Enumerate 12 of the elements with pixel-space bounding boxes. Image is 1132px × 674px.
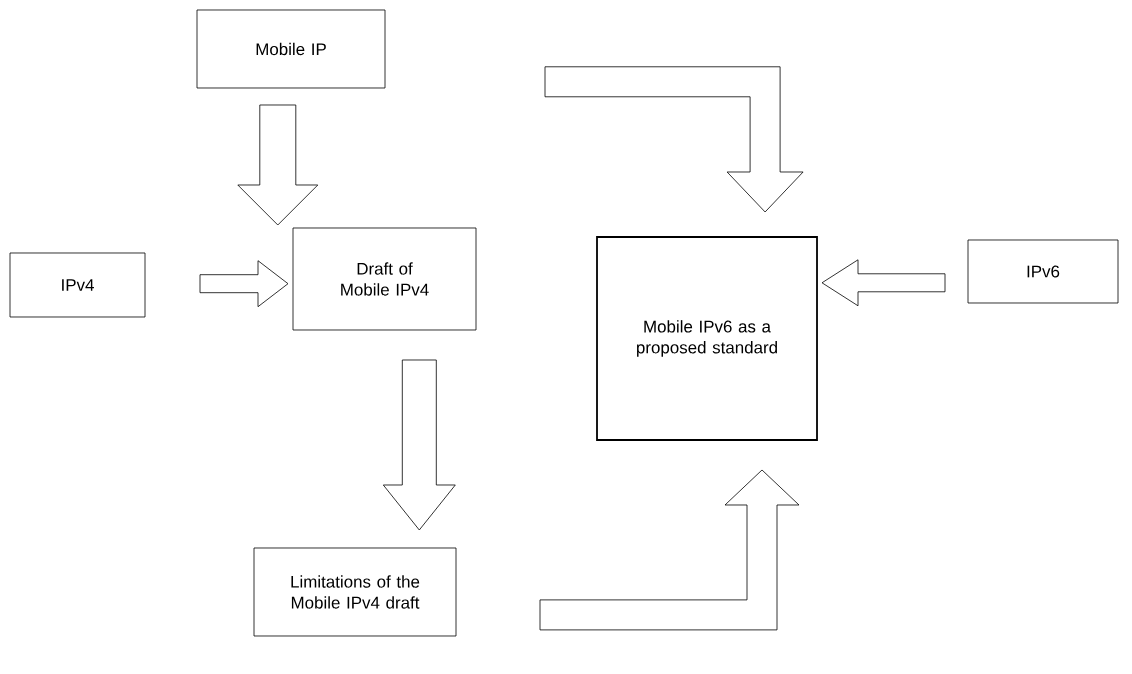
block-arrow	[539, 469, 800, 631]
process-box: IPv4	[9, 252, 146, 318]
block-arrow	[821, 259, 946, 307]
process-box: Draft of Mobile IPv4	[292, 227, 477, 331]
process-box: Limitations of the Mobile IPv4 draft	[253, 547, 457, 637]
process-box: Mobile IP	[196, 9, 386, 89]
block-arrow	[382, 359, 456, 531]
block-arrow	[544, 66, 804, 213]
process-box: Mobile IPv6 as a proposed standard	[596, 236, 818, 441]
process-box: IPv6	[967, 239, 1119, 304]
block-arrow	[237, 104, 319, 226]
block-arrow	[199, 260, 289, 308]
